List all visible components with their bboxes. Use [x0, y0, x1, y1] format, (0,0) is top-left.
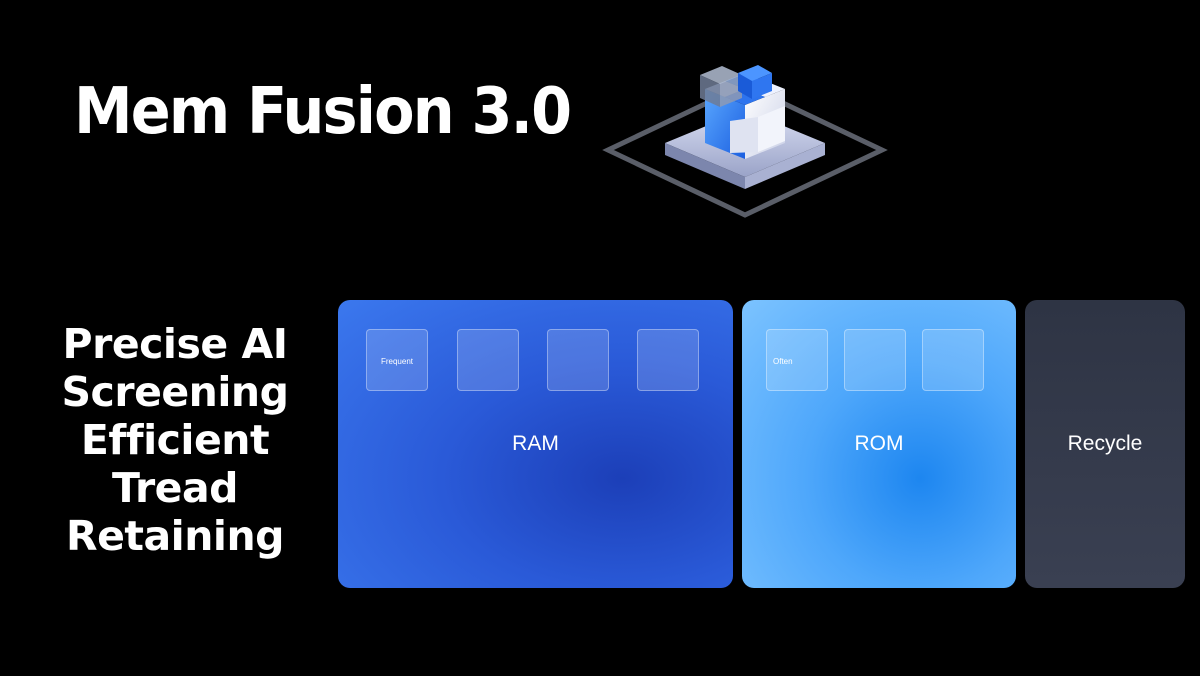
tagline: Precise AI Screening Efficient Tread Ret… — [30, 320, 320, 560]
page-title: Mem Fusion 3.0 — [74, 75, 572, 149]
recycle-label: Recycle — [1067, 432, 1143, 455]
memory-chip — [844, 329, 906, 391]
tagline-line: Precise AI — [62, 320, 288, 368]
memory-chip — [922, 329, 984, 391]
ram-label: RAM — [512, 432, 559, 455]
memory-chip — [547, 329, 609, 391]
tagline-line: Screening — [61, 368, 289, 416]
memory-chip — [637, 329, 699, 391]
memory-chip — [457, 329, 519, 391]
ram-panel: Frequent RAM — [338, 300, 733, 588]
chip-label: Frequent — [380, 357, 414, 366]
memory-cube-icon — [602, 65, 888, 218]
memory-chip: Frequent — [366, 329, 428, 391]
memory-chip: Often — [766, 329, 828, 391]
rom-panel: Often ROM — [742, 300, 1016, 588]
tagline-line: Retaining — [66, 512, 284, 560]
tagline-line: Tread — [111, 464, 239, 512]
tagline-line: Efficient — [80, 416, 270, 464]
chip-label: Often — [773, 357, 793, 366]
recycle-panel: Recycle — [1025, 300, 1185, 588]
rom-label: ROM — [854, 432, 904, 455]
